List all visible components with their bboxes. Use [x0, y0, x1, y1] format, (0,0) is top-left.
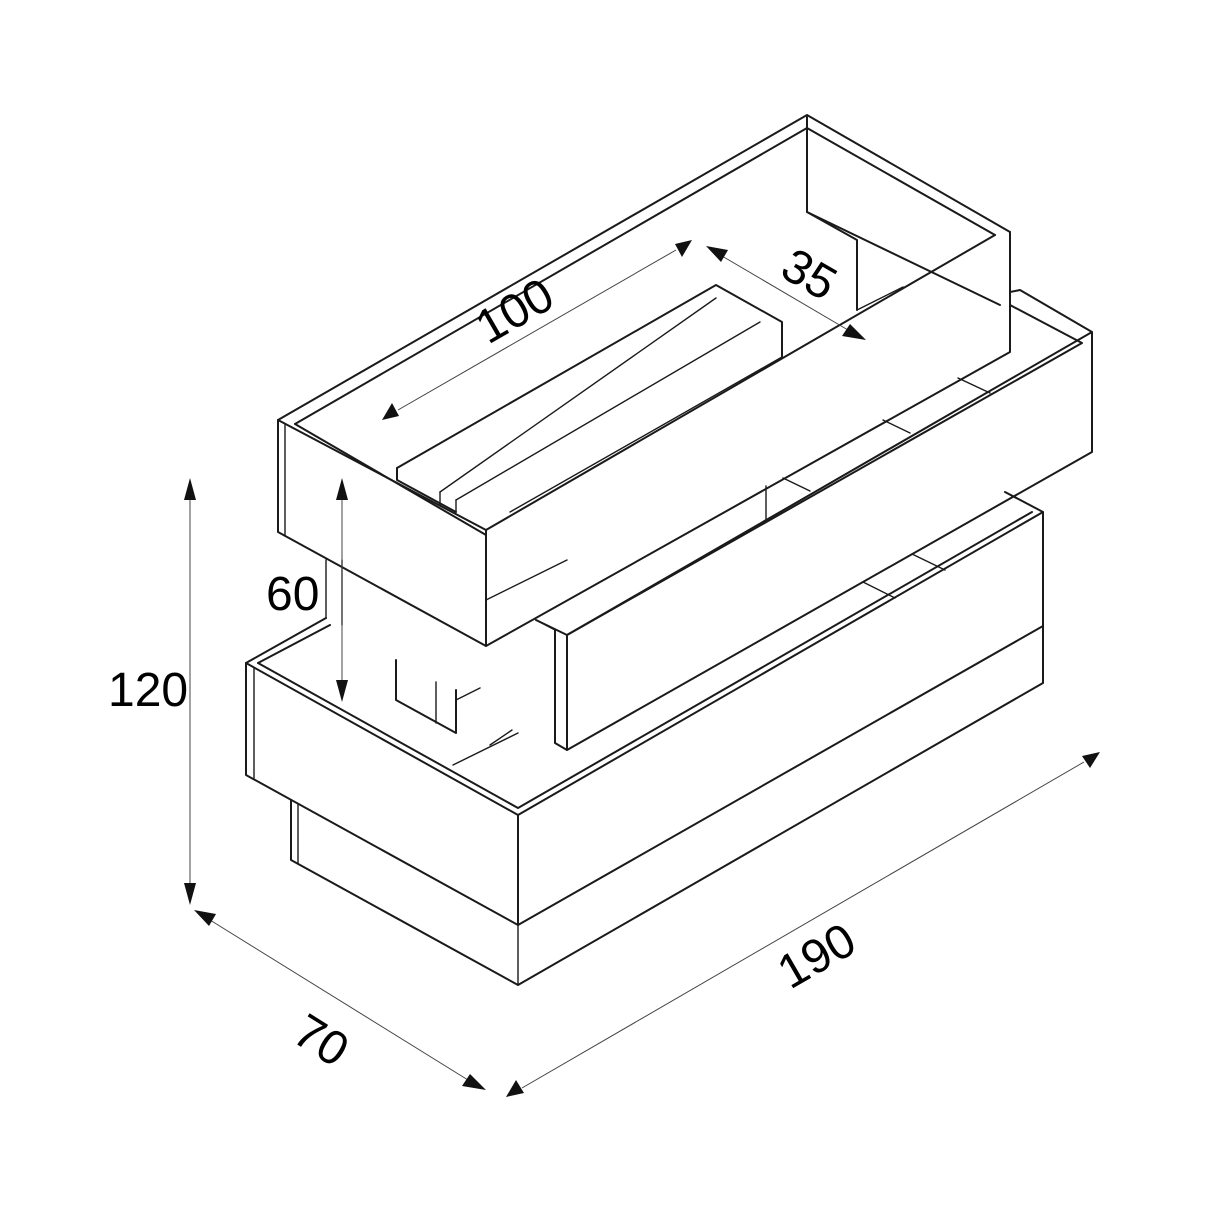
dimension-lines [184, 240, 1100, 1097]
bottom-box [245, 491, 1044, 986]
arrowhead [842, 324, 866, 340]
length-label: 190 [769, 914, 865, 1000]
arrowhead [194, 910, 216, 926]
inner-width-label: 35 [773, 239, 846, 312]
inner-height-label: 60 [266, 568, 319, 621]
arrowhead [506, 1080, 524, 1097]
arrowhead [462, 1074, 486, 1090]
arrowhead [706, 246, 728, 262]
arrowhead [382, 403, 399, 420]
arrowhead [184, 478, 196, 500]
top-box [277, 114, 1011, 647]
arrowhead [336, 680, 348, 702]
arrowhead [675, 240, 692, 257]
inner-length-label: 100 [467, 269, 563, 355]
depth-label: 70 [284, 1004, 357, 1077]
arrowhead [1082, 752, 1100, 768]
height-label: 120 [108, 664, 188, 717]
arrowhead [184, 883, 196, 905]
arrowhead [336, 478, 348, 500]
middle-box [485, 289, 1093, 751]
